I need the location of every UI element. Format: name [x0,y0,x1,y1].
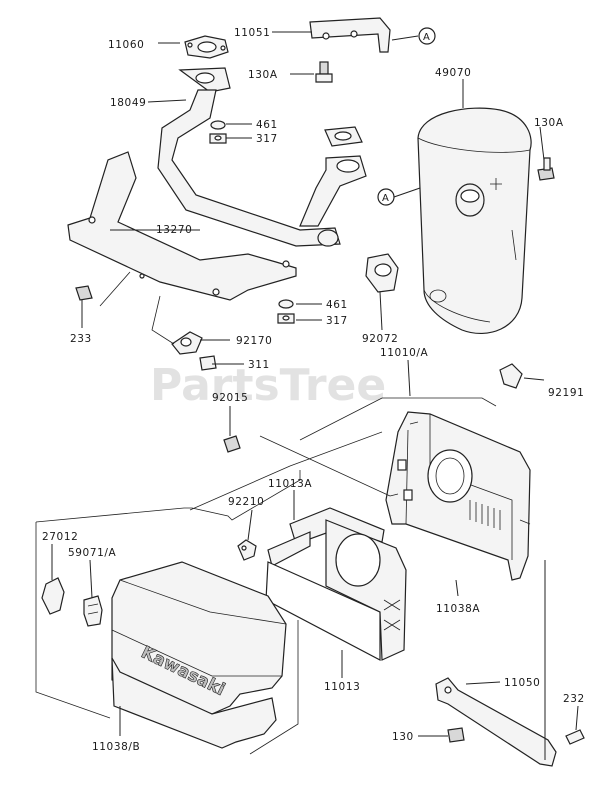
svg-text:A: A [423,32,430,43]
label-130a-top: 130A [248,69,278,81]
label-11051: 11051 [234,27,270,39]
air-cleaner-cover-part-11038b[interactable]: Kawasaki [111,561,287,749]
label-11013: 11013 [324,681,360,693]
clip-part-92191[interactable] [499,363,523,389]
label-233: 233 [70,333,92,345]
label-130a-right: 130A [534,117,564,129]
label-11038a: 11038A [436,603,480,615]
label-311: 311 [248,359,270,371]
bracket-part-11050[interactable] [435,677,557,767]
nut-part-317-bottom[interactable] [277,313,295,324]
watermark: PartsTree [150,360,386,411]
label-317-top: 317 [256,133,278,145]
nut-part-92015[interactable] [223,435,241,453]
label-18049: 18049 [110,97,146,109]
bracket-part-13270[interactable] [67,151,297,301]
washer-part-461-top[interactable] [210,120,226,130]
label-232: 232 [563,693,585,705]
bolt-part-130a-top[interactable] [315,61,333,83]
label-11038b: 11038/B [92,741,140,753]
label-92170: 92170 [236,335,272,347]
air-cleaner-base-part-11010a[interactable] [385,411,531,581]
label-92072: 92072 [362,333,398,345]
nut-part-317-top[interactable] [209,133,227,144]
label-92210: 92210 [228,496,264,508]
bolt-part-232[interactable] [565,729,585,745]
exhaust-pipe-part-18049[interactable] [157,67,367,247]
label-59071a: 59071/A [68,547,117,559]
label-92191: 92191 [548,387,584,399]
label-461-bottom: 461 [326,299,348,311]
clip-part-27012[interactable] [41,577,65,615]
label-130-bottom: 130 [392,731,414,743]
label-11010a: 11010/A [380,347,429,359]
label-11050: 11050 [504,677,540,689]
bracket-part-11051[interactable] [309,17,391,53]
nut-part-311[interactable] [199,355,217,371]
gasket-part-11060[interactable] [184,35,229,59]
callout-circle-a-top: A [418,27,436,45]
washer-part-461-bottom[interactable] [278,299,294,309]
clamp-part-92072[interactable] [365,253,399,293]
svg-text:A: A [382,193,389,204]
muffler-part-49070[interactable] [417,107,532,334]
fastener-part-92210[interactable] [237,539,257,561]
label-317-bottom: 317 [326,315,348,327]
clamp-part-92170[interactable] [171,331,203,355]
air-filter-element-part-11013[interactable] [265,519,407,661]
label-13270: 13270 [156,224,192,236]
nut-part-233[interactable] [75,285,93,301]
callout-circle-a-left: A [377,188,395,206]
label-49070: 49070 [435,67,471,79]
label-27012: 27012 [42,531,78,543]
bolt-part-130-bottom[interactable] [447,727,465,743]
bolt-part-130a-right[interactable] [537,157,555,181]
clip-part-59071a[interactable] [83,595,103,627]
label-11060: 11060 [108,39,144,51]
label-92015: 92015 [212,392,248,404]
label-461-top: 461 [256,119,278,131]
label-11013a: 11013A [268,478,312,490]
